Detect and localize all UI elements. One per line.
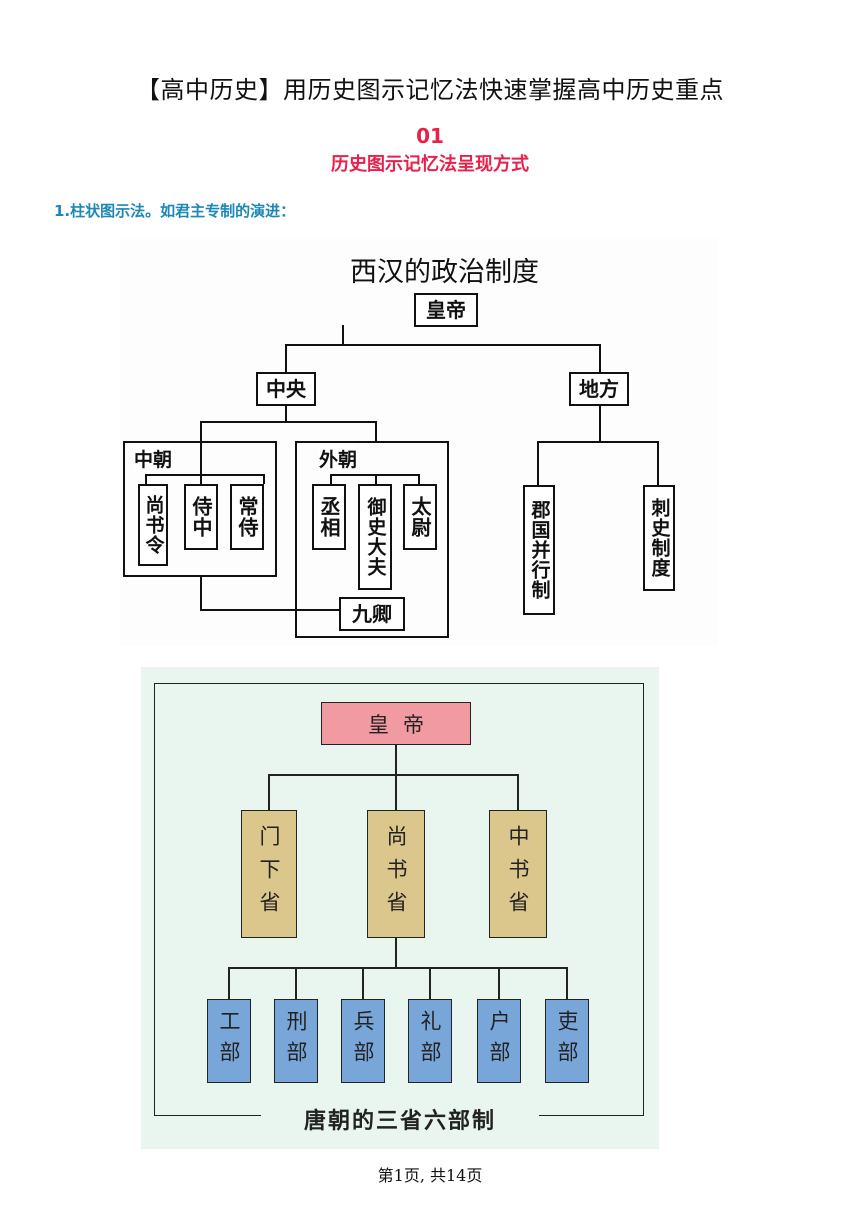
central-box: 中央 <box>256 372 316 406</box>
document-title: 【高中历史】用历史图示记忆法快速掌握高中历史重点 <box>136 76 724 104</box>
inner-court-label: 中朝 <box>134 445 173 472</box>
western-han-diagram: 西汉的政治制度 中朝 尚书令 侍中 常侍 外朝 丞相 御史大夫 太尉 九卿 皇帝… <box>120 238 718 646</box>
local-system-junguo: 郡国并行制 <box>523 485 555 615</box>
ministry-bing: 兵部 <box>341 999 385 1083</box>
ministry-li: 礼部 <box>408 999 452 1083</box>
office-chengxiang: 丞相 <box>312 484 346 550</box>
province-zhongshu: 中书省 <box>489 810 547 938</box>
ministry-gong: 工部 <box>207 999 251 1083</box>
province-shangshu: 尚书省 <box>367 810 425 938</box>
page-footer: 第1页, 共14页 <box>377 1166 483 1185</box>
office-yushidafu: 御史大夫 <box>358 484 392 590</box>
ministry-xing: 刑部 <box>274 999 318 1083</box>
diagram-title: 西汉的政治制度 <box>350 257 539 288</box>
tang-diagram: 皇帝 门下省 尚书省 中书省 工部 刑部 兵部 礼部 户部 吏部 唐朝的三省六部… <box>141 667 659 1149</box>
local-box: 地方 <box>569 372 629 406</box>
section-number: 01 <box>416 124 444 148</box>
item-heading: 1.柱状图示法。如君主专制的演进： <box>54 202 296 220</box>
office-taiwei: 太尉 <box>403 484 437 550</box>
diagram-caption: 唐朝的三省六部制 <box>261 1104 539 1140</box>
inner-court-frame <box>123 441 277 577</box>
outer-court-label: 外朝 <box>319 445 358 472</box>
outer-court-frame <box>295 441 449 638</box>
emperor-box: 皇帝 <box>321 702 471 745</box>
nine-ministers: 九卿 <box>339 597 405 631</box>
local-system-cishi: 刺史制度 <box>643 485 675 591</box>
office-changshi: 常侍 <box>230 484 264 550</box>
ministry-li-personnel: 吏部 <box>545 999 589 1083</box>
province-menxia: 门下省 <box>241 810 297 938</box>
office-shangshuling: 尚书令 <box>138 484 168 566</box>
section-title: 历史图示记忆法呈现方式 <box>331 154 529 175</box>
emperor-box: 皇帝 <box>414 293 478 327</box>
office-shizhong: 侍中 <box>184 484 218 550</box>
ministry-hu: 户部 <box>477 999 521 1083</box>
